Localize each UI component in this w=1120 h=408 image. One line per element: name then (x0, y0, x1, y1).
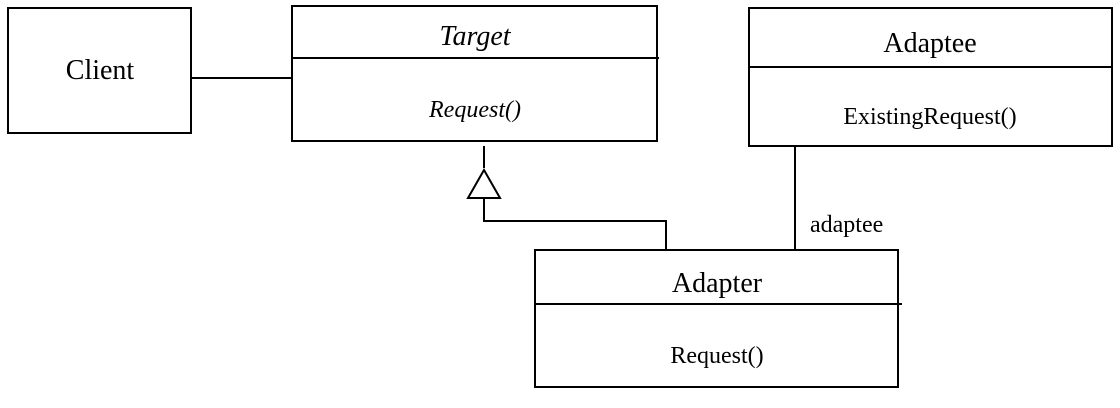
client-box (7, 7, 192, 134)
client-class: Client (7, 7, 192, 134)
adaptee-class-name: Adaptee (883, 28, 976, 59)
inheritance-connector (483, 198, 667, 250)
target-method-request: Request() (428, 97, 521, 123)
adaptee-class: Adaptee ExistingRequest() (748, 7, 1113, 147)
inheritance-arrow (466, 146, 667, 250)
adapter-class-name: Adapter (672, 268, 763, 299)
adaptee-box (748, 7, 1113, 147)
adapter-box (534, 249, 899, 388)
adapter-method-request: Request() (670, 343, 763, 369)
client-class-name: Client (66, 55, 135, 86)
target-class-name: Target (439, 21, 511, 52)
target-box (291, 5, 658, 142)
adaptee-role-label: adaptee (810, 212, 883, 238)
adapter-class: Adapter Request() (534, 249, 902, 388)
inheritance-triangle-icon (466, 167, 502, 199)
target-class: Target Request() (291, 5, 659, 142)
adaptee-method-existing-request: ExistingRequest() (843, 104, 1016, 130)
